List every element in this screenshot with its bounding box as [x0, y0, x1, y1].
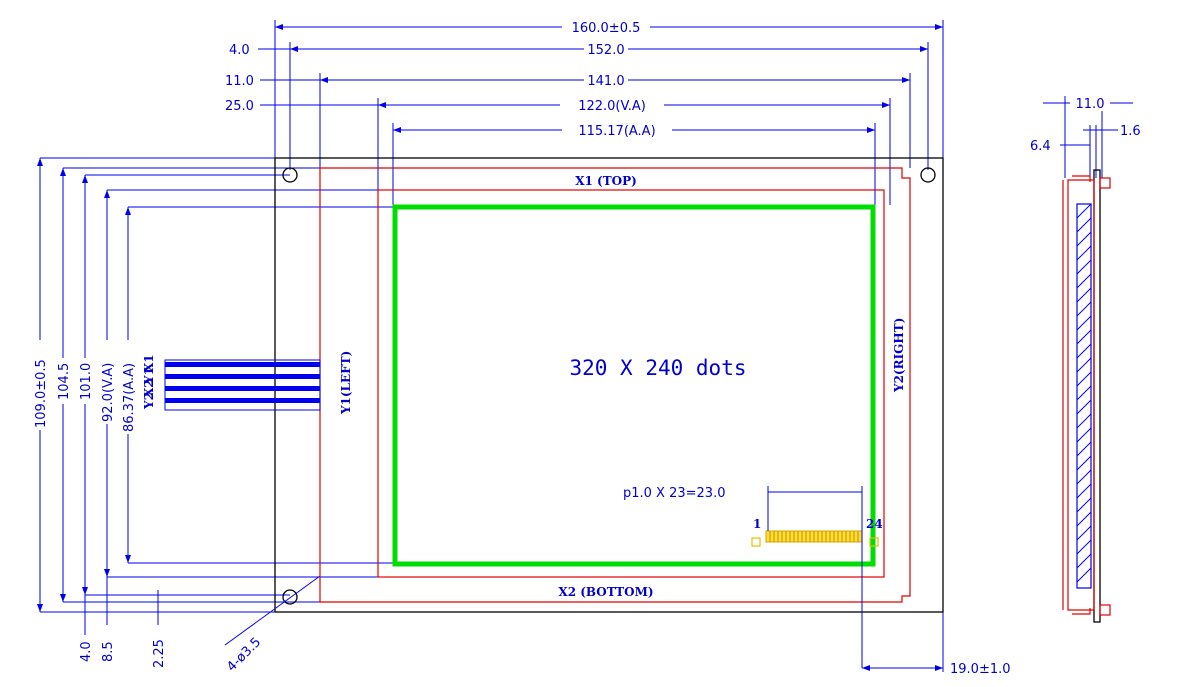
- dim-touch-panel-width: 141.0: [587, 74, 624, 89]
- mount-hole-bottom-left: [282, 589, 298, 605]
- dim-touch-offset-x: 11.0: [225, 74, 254, 89]
- dim-view-offset-x: 25.0: [225, 99, 254, 114]
- dim-view-area-width: 122.0(V.A): [578, 99, 646, 114]
- dim-overall-width: 160.0±0.5: [572, 21, 641, 36]
- dim-hole-offset-y: 4.0: [79, 641, 94, 662]
- dim-touch-offset-y: 2.25: [152, 639, 167, 668]
- left-dimensions: 109.0±0.5 104.5 101.0 92.0(V.A) 86.37(A.…: [32, 157, 393, 668]
- label-right-electrode: Y2(RIGHT): [892, 318, 906, 393]
- label-bottom-electrode: X2 (BOTTOM): [558, 585, 653, 599]
- dim-view-area-height: 92.0(V.A): [101, 363, 116, 422]
- tail-pin-y2: Y2: [142, 392, 156, 410]
- mount-hole-top-left: [282, 167, 298, 183]
- pin-24-label: 24: [866, 517, 883, 531]
- tail-pin-y1: Y1: [142, 367, 156, 385]
- tail-pin-x1: X1: [142, 354, 156, 372]
- tail-pin-x2: X2: [142, 379, 156, 397]
- dim-hole-pitch-height: 101.0: [79, 363, 94, 400]
- dim-active-area-width: 115.17(A.A): [578, 124, 655, 139]
- mount-hole-top-right: [920, 167, 936, 183]
- resolution-label: 320 X 240 dots: [569, 356, 746, 380]
- dim-side-thickness: 11.0: [1076, 97, 1105, 112]
- dim-view-offset-y: 8.5: [101, 641, 116, 662]
- fpc-tail: X1 Y1 X2 Y2: [142, 354, 321, 411]
- dim-overall-height: 109.0±0.5: [34, 359, 49, 428]
- dim-touch-panel-height: 104.5: [57, 363, 72, 400]
- dim-hole-offset-x: 4.0: [229, 43, 250, 58]
- label-left-electrode: Y1(LEFT): [339, 351, 353, 415]
- dim-side-tp: 1.6: [1120, 124, 1141, 139]
- dim-pin-pitch: p1.0 X 23=23.0: [623, 486, 725, 501]
- top-dimensions: 160.0±0.5 152.0 4.0 141.0 11.0 122.0(V.A…: [225, 19, 944, 208]
- label-top-electrode: X1 (TOP): [575, 174, 637, 188]
- active-area: 320 X 240 dots: [392, 204, 876, 567]
- dim-hole-pitch-width: 152.0: [587, 43, 624, 58]
- touch-panel: X1 (TOP) X2 (BOTTOM) Y1(LEFT) Y2(RIGHT): [319, 167, 911, 603]
- dim-side-panel: 6.4: [1030, 139, 1051, 154]
- dim-active-area-height: 86.37(A.A): [122, 363, 137, 432]
- side-view: 11.0 6.4 1.6: [1030, 95, 1141, 623]
- pin-1-label: 1: [753, 517, 761, 531]
- dim-connector-offset: 19.0±1.0: [950, 662, 1011, 677]
- connector: 1 24 p1.0 X 23=23.0 19.0±1.0: [623, 486, 1011, 677]
